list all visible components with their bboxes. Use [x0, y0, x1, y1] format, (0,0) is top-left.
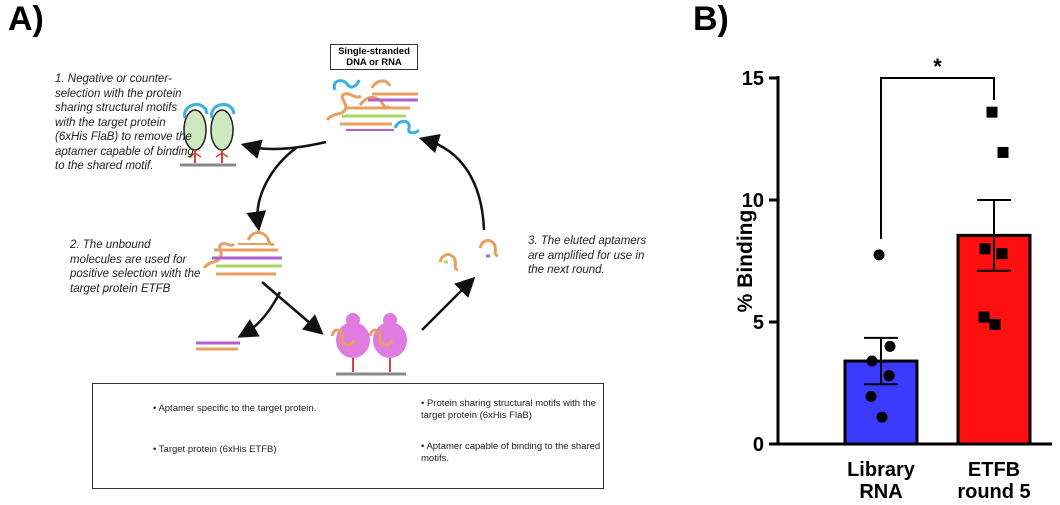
step-2-text: 2. The unbound molecules are used for po… — [70, 239, 201, 295]
arrow-pool-to-counter — [240, 139, 327, 159]
y-tick-label: 15 — [742, 68, 764, 90]
significance-marker: * — [933, 54, 942, 79]
data-point — [884, 340, 896, 352]
data-point — [873, 249, 885, 261]
legend-target-protein: • Target protein (6xHis ETFB) — [153, 444, 277, 455]
legend-aptamer-specific: • Aptamer specific to the target protein… — [153, 403, 317, 414]
y-tick-label: 0 — [753, 434, 764, 456]
diagram-legend: • Aptamer specific to the target protein… — [92, 383, 604, 489]
counter-selection-proteins — [180, 103, 236, 167]
data-point — [986, 106, 998, 118]
category-label: round 5 — [957, 481, 1030, 503]
category-label: RNA — [859, 481, 902, 503]
significance-bracket — [880, 77, 995, 239]
discarded-strands — [196, 341, 240, 351]
data-point — [989, 318, 1001, 330]
data-point — [866, 355, 878, 367]
y-tick-label: 5 — [753, 312, 764, 334]
data-point — [979, 243, 991, 255]
y-tick-label: 10 — [742, 190, 764, 212]
panel-a-label: A) — [8, 0, 44, 38]
arrow-unbound-to-target — [261, 281, 324, 335]
step-3-text: 3. The eluted aptamers are amplified for… — [528, 235, 647, 276]
panel-b-label: B) — [693, 0, 729, 38]
arrow-counter-to-unbound — [246, 147, 297, 232]
legend-shared-protein: • Protein sharing structural motifs with… — [421, 398, 596, 421]
data-point — [996, 248, 1008, 260]
category-label: ETFB — [968, 459, 1020, 481]
data-point — [876, 411, 888, 423]
arrow-eluted-to-pool — [418, 133, 486, 231]
ssdna-header-label: Single-stranded DNA or RNA — [338, 46, 410, 68]
target-protein-complex — [330, 313, 407, 376]
ssdna-header-box: Single-stranded DNA or RNA — [330, 44, 418, 70]
eluted-aptamers — [438, 239, 499, 272]
data-point — [865, 390, 877, 402]
ssdna-pool-cluster — [325, 79, 421, 135]
y-axis-label: % Binding — [734, 210, 757, 313]
step-1-text: 1. Negative or counter-selection with th… — [55, 73, 194, 172]
data-point — [978, 311, 990, 323]
data-point — [997, 146, 1009, 158]
legend-aptamer-shared: • Aptamer capable of binding to the shar… — [421, 441, 601, 464]
arrow-target-to-eluted — [421, 276, 476, 331]
category-label: Library — [847, 459, 916, 481]
data-point — [883, 370, 895, 382]
unbound-pool-cluster — [202, 231, 282, 276]
